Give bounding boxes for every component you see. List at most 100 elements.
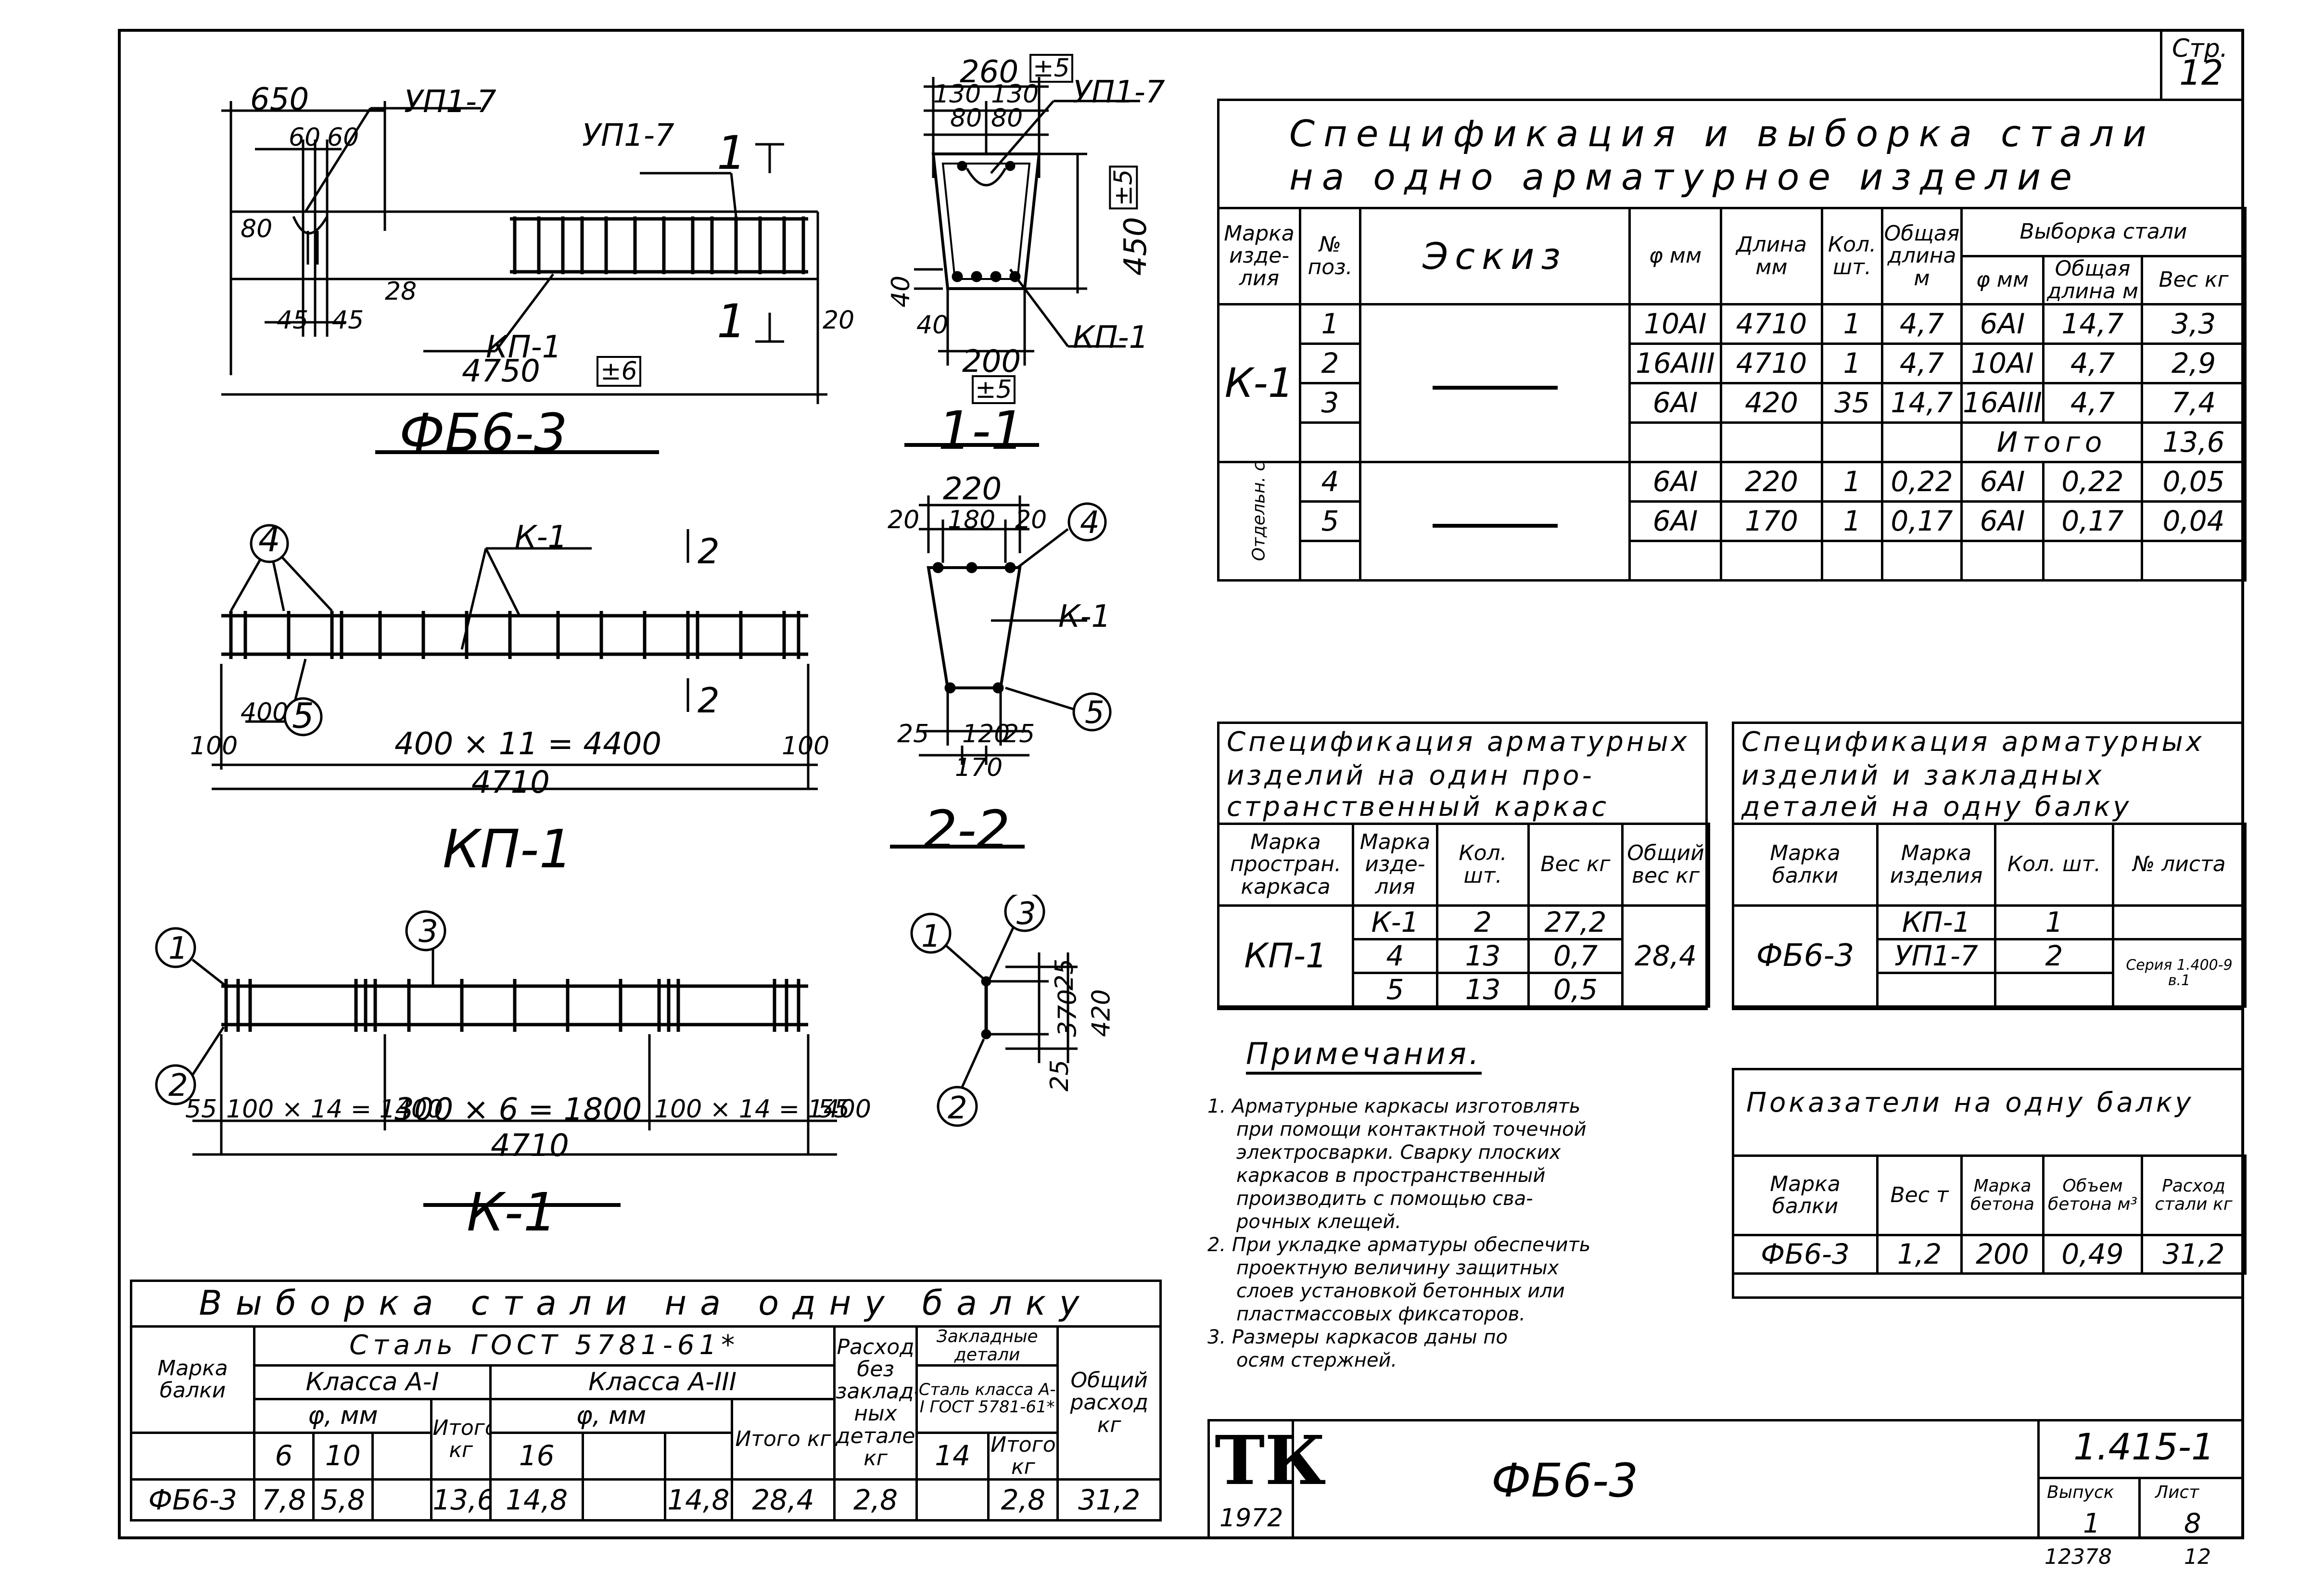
spec-main-empty bbox=[1881, 421, 1963, 463]
spec-main-h-qty: Кол. шт. bbox=[1821, 207, 1883, 305]
spec-beam-sheet bbox=[2112, 904, 2247, 940]
steel-sel-h-beam: Марка балки bbox=[129, 1325, 256, 1434]
note-line: 1. Арматурные каркасы изготовлять bbox=[1207, 1095, 1581, 1117]
spec-main-tot: 4,7 bbox=[1881, 303, 1963, 345]
k1-dim-55b: 55 bbox=[818, 1095, 850, 1124]
s22-dim-25a: 25 bbox=[897, 720, 929, 748]
notes-title: Примечания. bbox=[1246, 1039, 1482, 1075]
spec-main-slen: 0,22 bbox=[2042, 461, 2143, 503]
label-up17-b: УП1-7 bbox=[582, 118, 674, 153]
bar-sketch-icon bbox=[1432, 524, 1558, 528]
note-line: электросварки. Сварку плоских bbox=[1236, 1141, 1561, 1164]
spec-main-pos: 3 bbox=[1299, 382, 1361, 424]
spec-frame-title3: странственный каркас bbox=[1227, 791, 1610, 823]
spec-beam-table: Марка балки Марка изделия Кол. шт. № лис… bbox=[1732, 823, 2247, 1008]
spec-main-empty bbox=[1720, 540, 1823, 582]
spec-main-empty bbox=[1628, 421, 1722, 463]
dim-650: 650 bbox=[250, 82, 309, 117]
spec-frame-w: 27,2 bbox=[1527, 904, 1624, 940]
spec-frame-h-tw: Общий вес кг bbox=[1621, 823, 1710, 907]
spec-main-qty: 1 bbox=[1821, 342, 1883, 384]
spec-main-h-sel-w: Вес кг bbox=[2140, 255, 2247, 305]
s22-dim-20a: 20 bbox=[888, 506, 920, 534]
kp1-dim-100b: 100 bbox=[782, 732, 830, 761]
stamp-name: ФБ6-3 bbox=[1491, 1454, 1638, 1508]
drawing-title-k1: К-1 bbox=[467, 1181, 557, 1243]
spec-main-sw: 2,9 bbox=[2140, 342, 2247, 384]
spec-main-pos: 4 bbox=[1299, 461, 1361, 503]
spec-beam-empty bbox=[1994, 972, 2114, 1008]
kp1-dim-total: 4710 bbox=[471, 765, 550, 800]
spec-main-rods-cell: Отдельн. стержни bbox=[1217, 461, 1301, 582]
spec-main-mark-k1: К-1 bbox=[1217, 303, 1301, 463]
spec-main-empty bbox=[1881, 540, 1963, 582]
spec-main-h-sel: Выборка стали bbox=[1960, 207, 2247, 257]
detail-dim-25a: 25 bbox=[1050, 958, 1079, 991]
spec-main-phi: 6AI bbox=[1628, 461, 1722, 503]
stamp-issue-label: Выпуск bbox=[2047, 1483, 2114, 1502]
spec-main-tot: 14,7 bbox=[1881, 382, 1963, 424]
note-line: слоев установкой бетонных или bbox=[1236, 1280, 1565, 1302]
s22-dim-220: 220 bbox=[943, 471, 1002, 507]
s11-dim-40w: 40 bbox=[916, 311, 949, 340]
spec-beam-qty: 2 bbox=[1994, 938, 2114, 974]
spec-main-sketch-cell2 bbox=[1359, 461, 1631, 582]
spec-beam-mark: ФБ6-3 bbox=[1732, 904, 1879, 1008]
spec-frame-h-w: Вес кг bbox=[1527, 823, 1624, 907]
ind-w: 1,2 bbox=[1876, 1234, 1963, 1275]
s22-dim-20b: 20 bbox=[1015, 506, 1047, 534]
detail-dim-25b: 25 bbox=[1045, 1059, 1075, 1092]
bar-sketch-icon bbox=[1432, 386, 1558, 390]
steel-sel-empty bbox=[129, 1431, 256, 1481]
spec-main-sphi: 6AI bbox=[1960, 461, 2045, 503]
spec-main-title2: на одно арматурное изделие bbox=[1289, 155, 2081, 198]
steel-sel-v16: 14,8 bbox=[489, 1478, 584, 1522]
spec-beam-empty bbox=[1876, 972, 1996, 1008]
steel-sel-h-a3: Класса А-III bbox=[489, 1364, 836, 1400]
spec-beam-h-qty: Кол. шт. bbox=[1994, 823, 2114, 907]
spec-beam-item: УП1-7 bbox=[1876, 938, 1996, 974]
steel-sel-v14: 2,8 bbox=[833, 1478, 918, 1522]
dim-60b: 60 bbox=[327, 123, 359, 152]
spec-main-len: 170 bbox=[1720, 500, 1823, 542]
kp1-dim-100a: 100 bbox=[190, 732, 238, 761]
k1-drawing bbox=[155, 910, 837, 1207]
ind-concrete: 200 bbox=[1960, 1234, 2045, 1275]
spec-beam-h-beam: Марка балки bbox=[1732, 823, 1879, 907]
steel-sel-empty bbox=[915, 1478, 990, 1522]
spec-main-sw: 0,05 bbox=[2140, 461, 2247, 503]
steel-sel-h-nodet: Расход без заклад-ных деталей кг bbox=[833, 1325, 918, 1481]
note-line: проектную величину защитных bbox=[1236, 1257, 1559, 1279]
spec-main-h-mark: Марка изде-лия bbox=[1217, 207, 1301, 305]
steel-sel-h-phi3: φ, мм bbox=[489, 1397, 733, 1434]
spec-main-total-label: Итого bbox=[1960, 421, 2143, 463]
note-line: 3. Размеры каркасов даны по bbox=[1207, 1326, 1508, 1348]
spec-main-qty: 1 bbox=[1821, 500, 1883, 542]
note-line: рочных клещей. bbox=[1236, 1211, 1401, 1233]
spec-main-sw: 7,4 bbox=[2140, 382, 2247, 424]
steel-sel-h-a1: Класса А-I bbox=[253, 1364, 492, 1400]
ind-h-concrete: Марка бетона bbox=[1960, 1154, 2045, 1236]
spec-frame-item: К-1 bbox=[1352, 904, 1438, 940]
detail-pos-2: 2 bbox=[948, 1090, 967, 1126]
steel-sel-empty bbox=[582, 1478, 666, 1522]
spec-main-phi: 16AIII bbox=[1628, 342, 1722, 384]
spec-frame-qty: 2 bbox=[1436, 904, 1530, 940]
s22-dim-180: 180 bbox=[948, 506, 996, 534]
indicators-table: Марка балки Вес т Марка бетона Объем бет… bbox=[1732, 1154, 2247, 1275]
spec-main-tot: 0,17 bbox=[1881, 500, 1963, 542]
tol-fb: ±6 bbox=[597, 356, 641, 387]
dim-45b: 45 bbox=[332, 306, 364, 335]
section-11-title: 1-1 bbox=[938, 400, 1025, 461]
kp1-pos-5: 5 bbox=[292, 696, 314, 736]
spec-frame-w: 0,7 bbox=[1527, 938, 1624, 974]
spec-main-pos: 1 bbox=[1299, 303, 1361, 345]
note-line: каркасов в пространственный bbox=[1236, 1165, 1546, 1187]
indicators-title: Показатели на одну балку bbox=[1746, 1087, 2194, 1118]
spec-frame-qty: 13 bbox=[1436, 938, 1530, 974]
spec-main-empty bbox=[1299, 540, 1361, 582]
spec-main-empty bbox=[1960, 540, 2045, 582]
kp1-dim-span: 400 × 11 = 4400 bbox=[394, 726, 662, 762]
spec-main-total-value: 13,6 bbox=[2140, 421, 2247, 463]
steel-sel-h-sum3: Итого кг bbox=[730, 1397, 836, 1481]
